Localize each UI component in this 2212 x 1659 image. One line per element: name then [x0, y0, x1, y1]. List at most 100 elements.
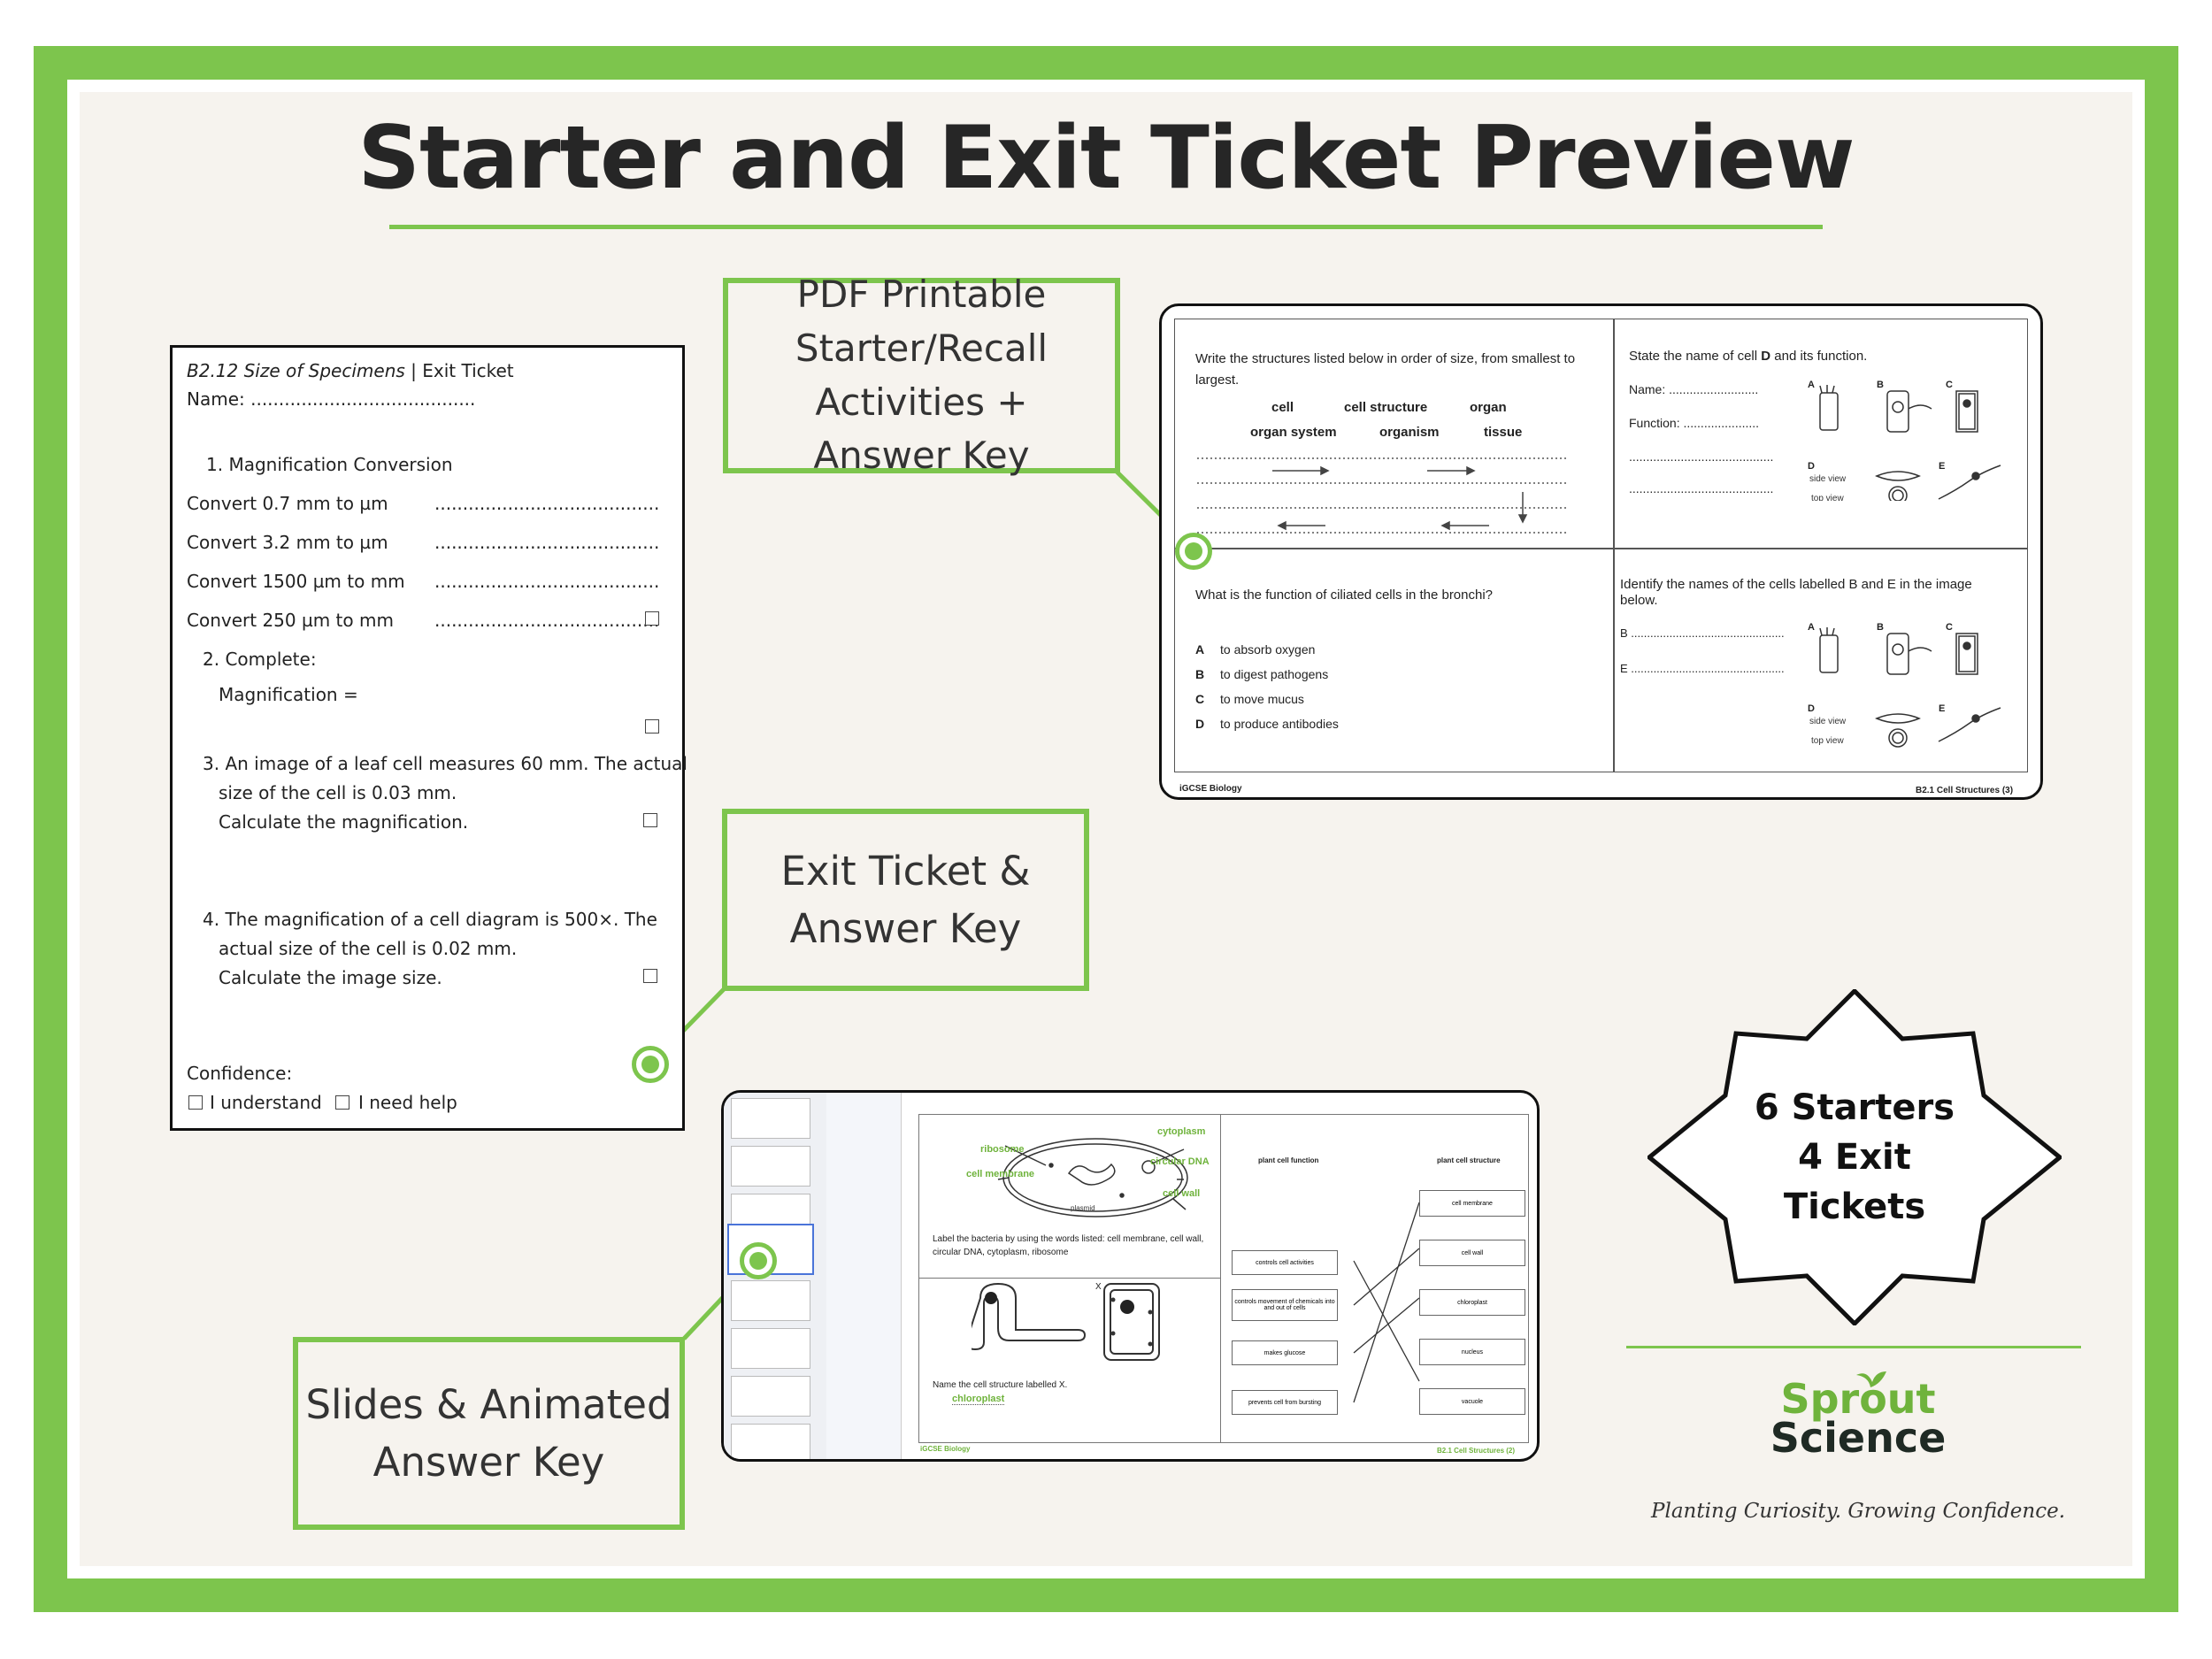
- answer-line: ........................................…: [1629, 449, 1774, 464]
- svg-text:side view: side view: [1809, 474, 1847, 484]
- slide-thumbnail[interactable]: [731, 1146, 810, 1187]
- slide-thumbnail[interactable]: [731, 1424, 810, 1459]
- callout-pdf-printable: PDF Printable Starter/Recall Activities …: [723, 273, 1120, 477]
- conversion-3: Convert 1500 µm to mm: [187, 571, 405, 592]
- matching-lines: [1353, 1202, 1420, 1403]
- svg-text:B: B: [1877, 622, 1884, 633]
- callout-slides: Slides & Animated Answer Key: [293, 1337, 685, 1530]
- slide-footer-right: B2.1 Cell Structures (2): [1437, 1447, 1516, 1455]
- starter-sheet-preview: Write the structures listed below in ord…: [1159, 303, 2043, 800]
- q4-text: Identify the names of the cells labelled…: [1620, 577, 1972, 608]
- function-box[interactable]: controls cell activities: [1232, 1250, 1338, 1275]
- structure-box[interactable]: vacuole: [1419, 1388, 1525, 1415]
- slide-thumbnail[interactable]: [731, 1376, 810, 1417]
- structure-box[interactable]: cell membrane: [1419, 1190, 1525, 1217]
- structure-box[interactable]: nucleus: [1419, 1339, 1525, 1365]
- bacteria-instruction: Label the bacteria by using the words li…: [933, 1234, 1204, 1257]
- svg-text:A: A: [1808, 380, 1815, 390]
- name-line: Name: ..................................…: [187, 388, 476, 410]
- label-cell-membrane: cell membrane: [966, 1169, 1035, 1179]
- sprout-leaf-icon: [1856, 1371, 1886, 1387]
- e-label: E ......................................…: [1620, 662, 1785, 675]
- svg-text:E: E: [1939, 461, 1945, 472]
- badge-tickets: Tickets: [1783, 1187, 1926, 1227]
- label-circular-dna: circular DNA: [1150, 1156, 1210, 1167]
- q1-text: Write the structures listed below in ord…: [1195, 351, 1576, 388]
- slide-thumbnail[interactable]: [731, 1328, 810, 1369]
- ordering-lines: [1197, 457, 1569, 534]
- footer-right: B2.1 Cell Structures (3): [1916, 786, 2014, 795]
- structure-box[interactable]: cell wall: [1419, 1240, 1525, 1266]
- answer-line: ........................................…: [1629, 481, 1774, 495]
- footer-left: iGCSE Biology: [1179, 784, 1242, 794]
- starter-grid: [1174, 319, 2028, 772]
- badge-exit: 4 Exit: [1798, 1137, 1911, 1178]
- answer-line: ........................................: [434, 493, 660, 514]
- q2-text: Magnification =: [219, 684, 358, 705]
- svg-text:A: A: [1808, 622, 1815, 633]
- connector-dot-exit: [632, 1046, 669, 1083]
- checkbox-understand[interactable]: [188, 1095, 203, 1110]
- svg-text:top view: top view: [1811, 494, 1844, 501]
- slide-thumbnail[interactable]: [731, 1098, 810, 1139]
- col-head-structure: plant cell structure: [1437, 1156, 1501, 1164]
- svg-text:E: E: [1939, 703, 1945, 714]
- checkbox[interactable]: [643, 813, 657, 827]
- connector-dot-pdf: [1175, 533, 1212, 570]
- plant-cells-diagram: X: [972, 1282, 1160, 1361]
- exit-ticket-code: B2.12 Size of Specimens: [187, 360, 405, 381]
- q1-title: 1. Magnification Conversion: [206, 454, 453, 475]
- svg-text:B: B: [1877, 380, 1884, 390]
- slide-thumbnail[interactable]: [731, 1280, 810, 1321]
- brand-tagline: Planting Curiosity. Growing Confidence.: [1650, 1500, 2066, 1523]
- slide-thumbnail-panel[interactable]: [724, 1093, 827, 1459]
- answer-chloroplast: chloroplast: [952, 1394, 1005, 1405]
- ruler-strip: [826, 1093, 902, 1459]
- answer-line: ........................................: [434, 571, 660, 592]
- conversion-1: Convert 0.7 mm to µm: [187, 493, 388, 514]
- svg-text:D: D: [1808, 703, 1815, 714]
- checkbox[interactable]: [643, 969, 657, 983]
- name-label: Name: ..........................: [1629, 382, 1759, 396]
- checkbox[interactable]: [645, 719, 659, 733]
- checkbox-need-help[interactable]: [335, 1095, 349, 1110]
- word-organ: organ: [1470, 400, 1507, 415]
- slide-canvas: [918, 1114, 1529, 1443]
- q4-line-2: actual size of the cell is 0.02 mm.: [219, 938, 518, 959]
- slide-footer-left: iGCSE Biology: [920, 1445, 971, 1453]
- title-underline: [389, 225, 1823, 229]
- function-label: Function: ......................: [1629, 416, 1760, 430]
- q3-text: What is the function of ciliated cells i…: [1195, 588, 1494, 603]
- brand-divider: [1626, 1346, 2081, 1348]
- col-head-function: plant cell function: [1258, 1156, 1319, 1164]
- bacteria-diagram: [997, 1138, 1188, 1217]
- confidence-label: Confidence:: [187, 1063, 293, 1084]
- word-organ-system: organ system: [1250, 425, 1337, 440]
- function-box[interactable]: prevents cell from bursting: [1232, 1390, 1338, 1415]
- q3-line-3: Calculate the magnification.: [219, 811, 469, 833]
- label-ribosome: ribosome: [980, 1144, 1025, 1155]
- function-box[interactable]: makes glucose: [1232, 1340, 1338, 1365]
- q4-line-3: Calculate the image size.: [219, 967, 442, 988]
- q3-line-1: 3. An image of a leaf cell measures 60 m…: [203, 753, 687, 774]
- function-box[interactable]: controls movement of chemicals into and …: [1232, 1289, 1338, 1321]
- label-cell-wall: cell wall: [1163, 1188, 1201, 1199]
- brand-sprout: Sprout: [1780, 1375, 1936, 1423]
- checkbox[interactable]: [645, 611, 659, 626]
- label-plasmid: plasmid: [1071, 1204, 1095, 1212]
- q4-line-1: 4. The magnification of a cell diagram i…: [203, 909, 657, 930]
- q2-title: 2. Complete:: [203, 649, 317, 670]
- conversion-4: Convert 250 µm to mm: [187, 610, 394, 631]
- word-organism: organism: [1379, 425, 1440, 440]
- structure-box[interactable]: chloroplast: [1419, 1289, 1525, 1316]
- svg-text:D: D: [1808, 461, 1815, 472]
- option-understand: I understand: [210, 1092, 322, 1113]
- q3-line-2: size of the cell is 0.03 mm.: [219, 782, 457, 803]
- exit-ticket-sheet: B2.12 Size of Specimens | Exit Ticket Na…: [170, 345, 687, 1131]
- svg-text:X: X: [1095, 1282, 1102, 1292]
- svg-text:C: C: [1946, 622, 1953, 633]
- answer-line: ........................................: [434, 532, 660, 553]
